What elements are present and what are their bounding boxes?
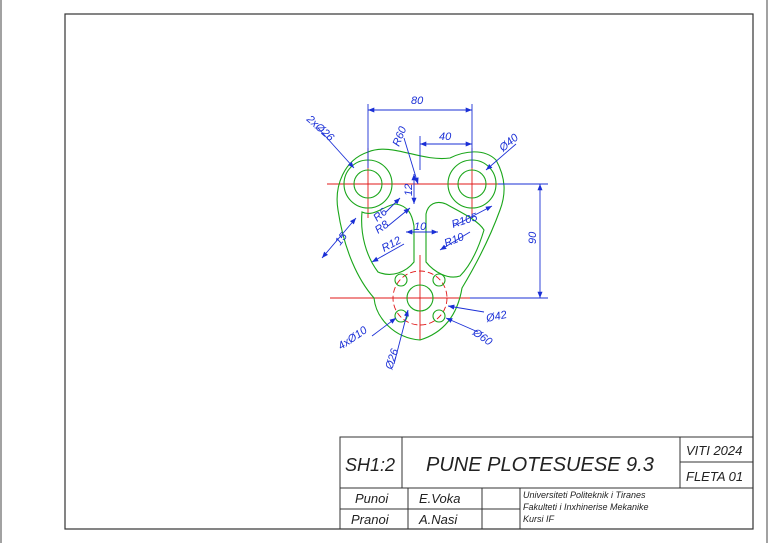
drawing-title: PUNE PLOTESUESE 9.3 — [426, 454, 654, 476]
leader-d60 — [445, 317, 479, 333]
checked-by-label: Pranoi — [351, 512, 390, 527]
dim-d42-label: Ø42 — [484, 309, 508, 325]
bolt-circle-centerline — [392, 270, 448, 326]
year-label: VITI 2024 — [686, 443, 742, 458]
title-block — [339, 436, 754, 530]
checked-by-name: A.Nasi — [418, 512, 458, 527]
leader-d26 — [393, 309, 409, 365]
left-hole — [353, 169, 383, 199]
leader-r105 — [453, 205, 493, 227]
dim-4xd10-label: 4xØ10 — [336, 324, 370, 353]
title-block-frame — [339, 436, 754, 530]
done-by-name: E.Voka — [419, 491, 460, 506]
dimension-labels: 80 40 R60 Ø40 2xØ26 12 R6 R8 R105 10 R10… — [303, 95, 539, 372]
left-cutout — [361, 203, 415, 275]
scale-label: SH1:2 — [345, 455, 395, 475]
faculty-text: Fakulteti i Inxhinerise Mekanike — [523, 502, 649, 512]
dim-40-label: 40 — [439, 131, 452, 143]
leader-r8 — [387, 207, 411, 227]
dim-80-label: 80 — [411, 95, 424, 107]
leader-d42 — [447, 304, 485, 313]
dim-2xd26-label: 2xØ26 — [303, 113, 337, 145]
dim-d26-label: Ø26 — [383, 347, 401, 372]
leader-r10 — [439, 231, 471, 251]
bolt-hole-1 — [394, 273, 408, 287]
right-hole — [457, 169, 487, 199]
drawing-frame — [64, 13, 754, 530]
university-text: Universiteti Politeknik i Tiranes — [523, 490, 646, 500]
bolt-hole-2 — [432, 273, 446, 287]
dim-12-label: 12 — [403, 184, 415, 196]
dim-10-label: 10 — [414, 221, 427, 233]
leader-r12 — [371, 243, 405, 263]
bolt-hole-4 — [432, 309, 446, 323]
dim-line-15 — [321, 217, 357, 259]
done-by-label: Punoi — [355, 491, 389, 506]
dim-r60-label: R60 — [391, 124, 410, 148]
dim-90-label: 90 — [527, 231, 539, 244]
center-hole — [406, 284, 434, 312]
dim-r10-label: R10 — [443, 231, 467, 250]
right-cutout — [425, 201, 485, 278]
dim-15-label: 15 — [333, 230, 351, 248]
dim-r12-label: R12 — [380, 235, 403, 255]
leader-r60 — [403, 137, 419, 185]
sheet-label: FLETA 01 — [686, 469, 743, 484]
dim-r105-label: R105 — [450, 211, 480, 231]
course-text: Kursi IF — [523, 514, 555, 524]
leader-d40 — [485, 143, 517, 171]
dim-d40-label: Ø40 — [496, 131, 521, 155]
leader-r6 — [385, 197, 401, 213]
leader-4xd10 — [371, 317, 397, 337]
dimension-lines — [317, 104, 548, 365]
leader-2xd26 — [317, 127, 355, 169]
